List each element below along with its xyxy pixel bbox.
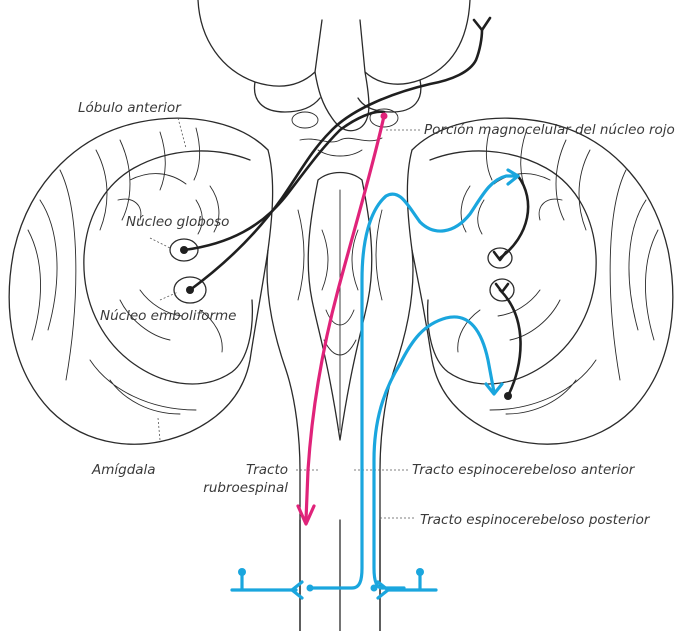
rubrospinal-tract bbox=[306, 116, 384, 520]
cerebellum-right-outline bbox=[412, 118, 673, 444]
globose-cell-body bbox=[180, 246, 188, 254]
label-lobulo-anterior: Lóbulo anterior bbox=[78, 100, 182, 116]
afferent-top-tail bbox=[474, 18, 490, 30]
labels: Lóbulo anterior Porción magnocelular del… bbox=[78, 100, 675, 528]
right-synapse-upper bbox=[494, 252, 506, 260]
red-nucleus-right bbox=[292, 112, 318, 128]
cerebellum-left-outline bbox=[9, 118, 268, 444]
leader-amigdala bbox=[158, 418, 160, 440]
cerebellum-left-folia bbox=[28, 128, 222, 414]
label-tracto-posterior: Tracto espinocerebeloso posterior bbox=[420, 512, 651, 528]
left-ganglion bbox=[238, 568, 246, 576]
label-nucleo-globoso: Núcleo globoso bbox=[126, 214, 229, 230]
label-tracto-rubroespinal-line2: rubroespinal bbox=[203, 480, 288, 496]
emboliform-cell-body bbox=[186, 286, 194, 294]
leader-globoso bbox=[150, 238, 170, 248]
label-nucleo-emboliforme: Núcleo emboliforme bbox=[100, 308, 237, 324]
right-dorsal-horn-cell bbox=[371, 585, 378, 592]
posterior-spinocerebellar-tract bbox=[374, 317, 494, 588]
spinal-cord-outline bbox=[300, 520, 380, 631]
leader-lobulo-anterior bbox=[178, 118, 186, 148]
efferent-fiber-emboliform bbox=[190, 30, 482, 290]
label-tracto-anterior: Tracto espinocerebeloso anterior bbox=[412, 462, 636, 478]
left-afferent-root bbox=[232, 574, 296, 590]
label-tracto-rubroespinal-line1: Tracto bbox=[246, 462, 288, 478]
thalamus-outline bbox=[254, 80, 420, 112]
cerebellum-right-inner bbox=[428, 151, 597, 384]
right-cerebellar-fiber bbox=[500, 176, 528, 396]
right-synapse-lower bbox=[496, 284, 508, 292]
right-ganglion bbox=[416, 568, 424, 576]
red-nucleus-cell-body bbox=[381, 113, 388, 120]
label-porcion-magnocelular: Porción magnocelular del núcleo rojo bbox=[424, 122, 675, 138]
left-dorsal-horn-cell bbox=[307, 585, 314, 592]
cerebrum-outline bbox=[198, 0, 470, 86]
label-amigdala: Amígdala bbox=[91, 462, 156, 478]
cerebellum-left-inner bbox=[84, 151, 253, 384]
right-cell-body bbox=[504, 392, 512, 400]
